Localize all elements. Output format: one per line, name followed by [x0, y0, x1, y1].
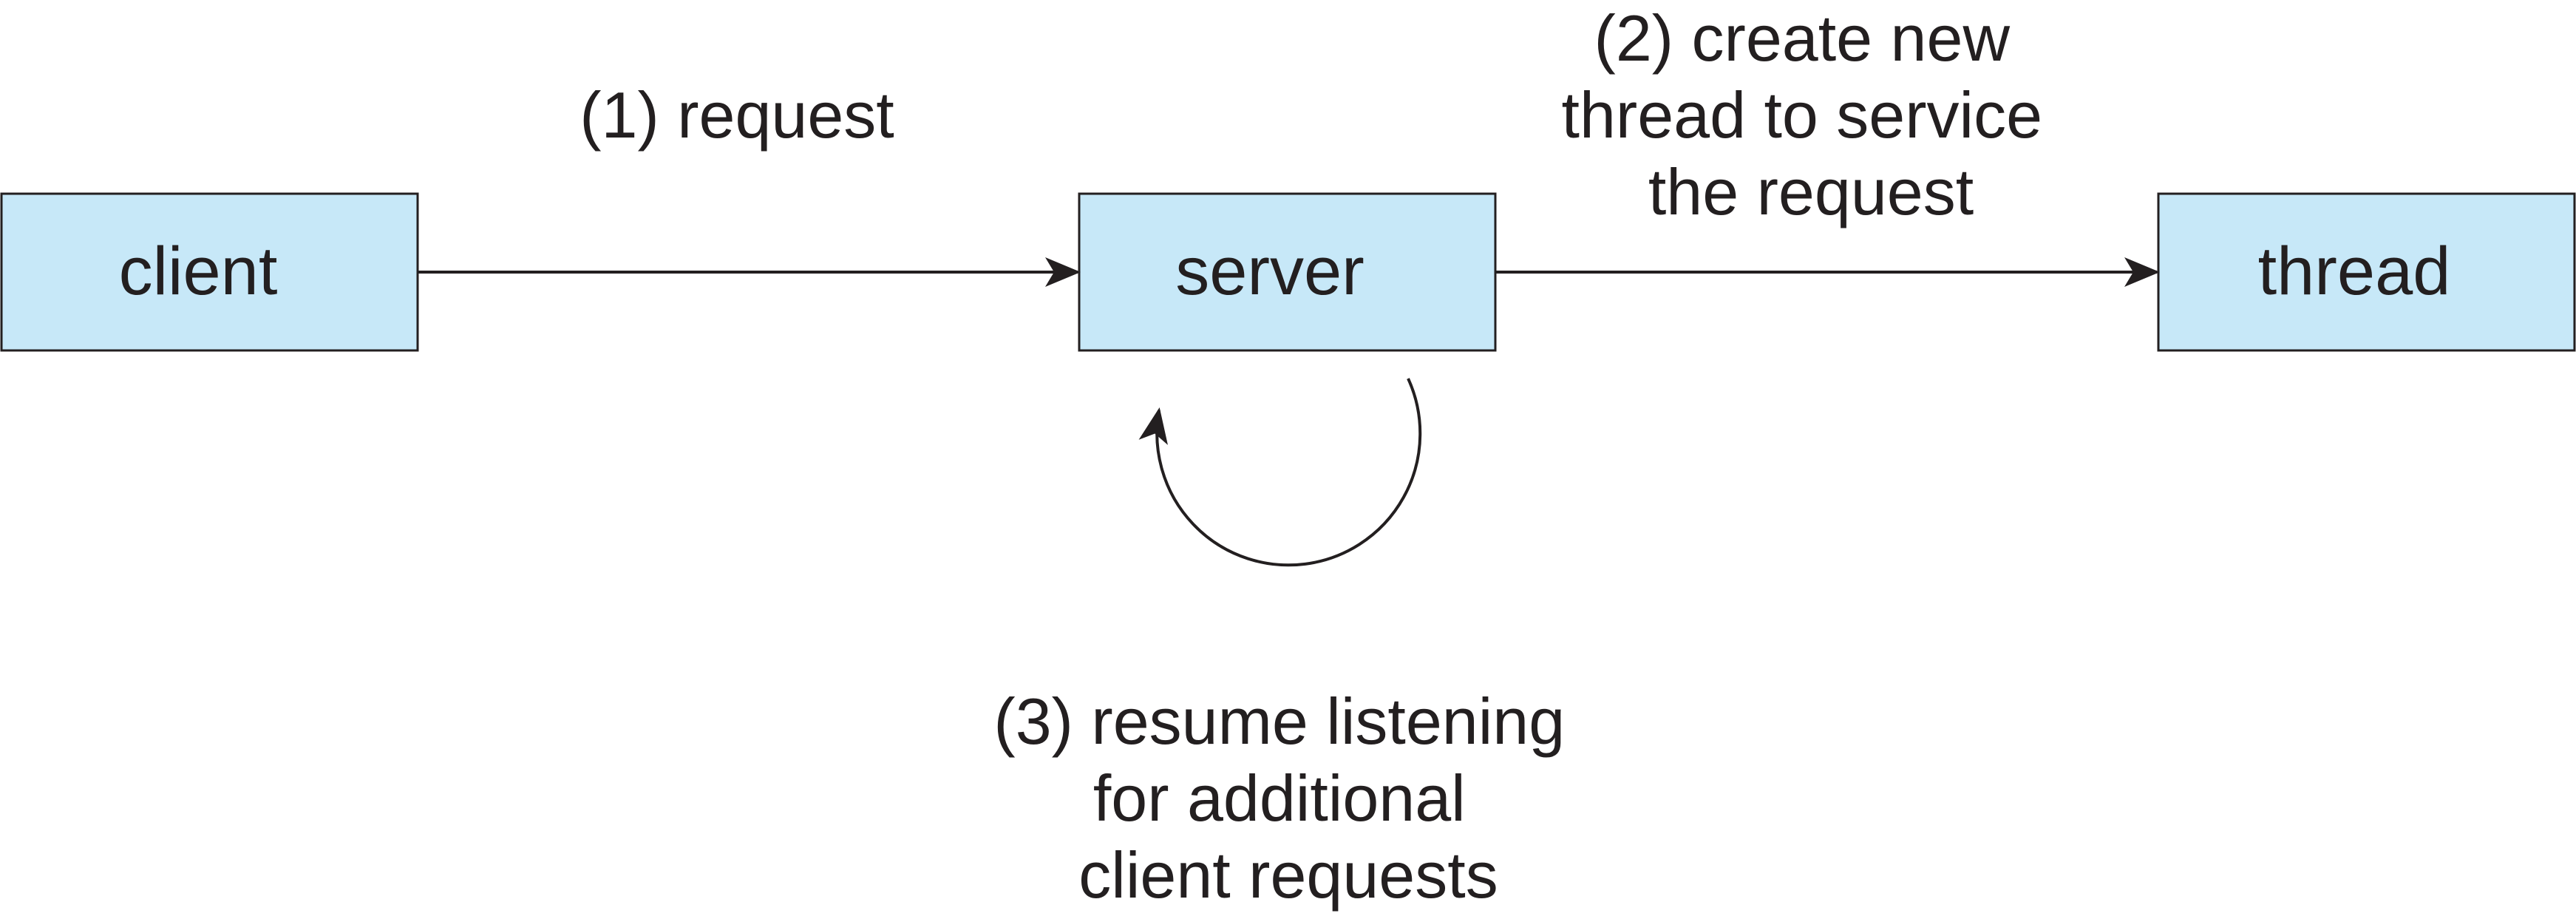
server-node: server	[1078, 192, 1497, 352]
client-node: client	[0, 192, 419, 352]
client-label: client	[119, 234, 278, 309]
client-box	[0, 192, 419, 352]
step-create-thread-label: (2) create new thread to service the req…	[1562, 1, 2061, 228]
server-box	[1078, 192, 1497, 352]
thread-node: thread	[2157, 192, 2576, 352]
step-create-thread-line-3: the request	[1648, 155, 1974, 228]
step-create-thread-line-1: (2) create new	[1594, 1, 2011, 75]
thread-box	[2157, 192, 2576, 352]
server-label: server	[1175, 234, 1365, 309]
resume-loop-arrow	[1138, 378, 1422, 567]
step-resume-line-1: (3) resume listening	[993, 685, 1565, 758]
step-resume-label: (3) resume listening for additional clie…	[993, 685, 1583, 912]
step-request-line: (1) request	[580, 78, 894, 152]
thread-label: thread	[2258, 234, 2451, 309]
step-resume-line-2: for additional	[1093, 762, 1466, 835]
step-request-label: (1) request	[580, 78, 894, 152]
step-resume-line-3: client requests	[1078, 838, 1498, 912]
step-create-thread-line-2: thread to service	[1562, 78, 2043, 152]
